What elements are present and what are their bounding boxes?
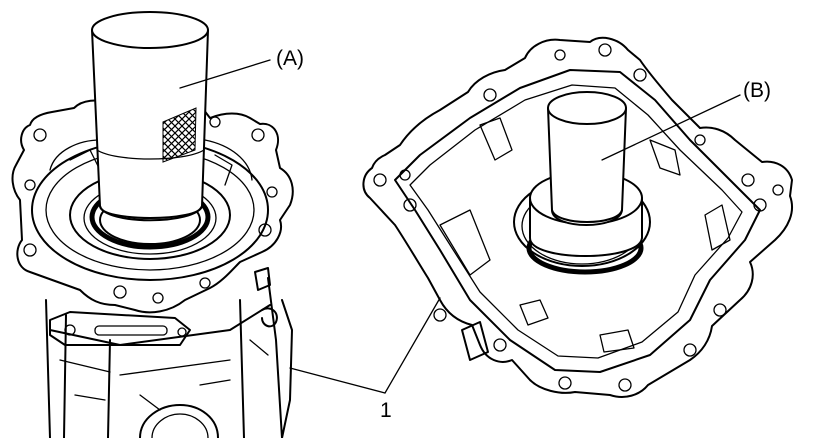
installer-tool-b [529, 91, 643, 257]
leader-lines [179, 59, 741, 394]
left-transmission-case [11, 11, 294, 438]
leader-1-right [384, 297, 441, 394]
callout-label-1: 1 [380, 399, 392, 422]
callout-label-a: (A) [276, 47, 304, 70]
leader-a [179, 59, 271, 89]
callout-label-b: (B) [743, 79, 771, 102]
leader-b [601, 94, 741, 161]
leader-1-left [289, 367, 386, 394]
installer-tool-a [91, 11, 209, 222]
right-extension-housing [362, 36, 794, 398]
